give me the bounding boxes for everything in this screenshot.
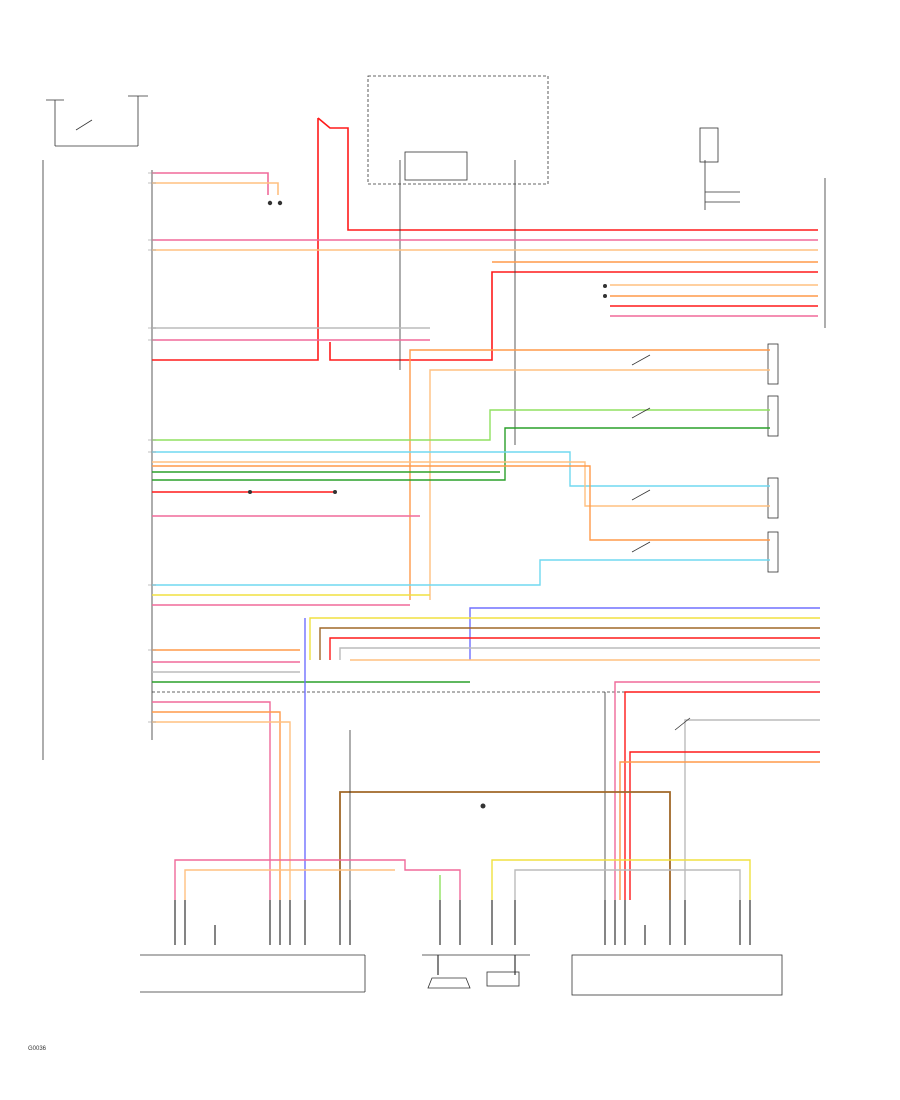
wire-sub-right-1 — [614, 681, 820, 900]
wire-memory-feed — [152, 172, 269, 195]
wire-amp-2 — [309, 617, 820, 660]
splice-dot — [603, 294, 607, 298]
wire-illumination-feed — [152, 182, 279, 195]
wire-sub-left-loop — [174, 859, 461, 900]
center-speaker-cone — [427, 977, 471, 989]
wire-amp-5 — [339, 647, 820, 660]
wire-center-3 — [514, 869, 741, 900]
center-speaker-body — [486, 971, 520, 987]
wire-sub-right-5 — [629, 751, 820, 900]
wire-sub-feed-7 — [152, 711, 281, 900]
splice-dot — [248, 490, 252, 494]
switch-symbols — [75, 119, 691, 731]
wire-amp-3 — [319, 627, 820, 660]
front-left-speaker-box — [767, 477, 779, 519]
splice-dot — [267, 200, 273, 206]
rear-left-speaker-box — [767, 531, 779, 573]
wire-rear-left-neg — [152, 559, 770, 586]
splice-dot — [480, 803, 486, 809]
wire-front-left-neg — [152, 461, 770, 507]
front-right-speaker-box — [767, 343, 779, 385]
wire-amp-1 — [469, 607, 820, 660]
upper-module-box — [404, 151, 468, 181]
component-outlines — [42, 75, 826, 996]
power-wires — [152, 117, 818, 445]
wire-fused-battery-main — [152, 118, 319, 361]
splice-points — [248, 200, 607, 809]
connector-pins — [174, 900, 751, 975]
wire-sub-left-loop-2 — [184, 869, 395, 900]
rear-right-speaker-box — [767, 395, 779, 437]
subwoofer-wires — [152, 607, 820, 900]
wire-sub-right-6 — [619, 761, 820, 900]
ground-bracket-box — [699, 127, 719, 163]
wire-center-2 — [491, 859, 751, 900]
wire-rear-feed — [329, 271, 818, 361]
splice-dot — [333, 490, 337, 494]
wire-sub-right-4 — [684, 719, 820, 900]
wire-sub-right-2 — [624, 691, 820, 900]
fuse-relay-box — [367, 75, 549, 185]
wire-front-left-pos — [152, 451, 770, 487]
wire-sub-feed-6 — [152, 701, 271, 900]
wire-ground-main — [339, 791, 671, 900]
pin-ticks — [148, 172, 156, 723]
splice-dot — [603, 284, 607, 288]
speaker-wires — [152, 349, 770, 606]
wire-amp-4 — [329, 637, 820, 660]
wire-rear-right-pos — [152, 409, 770, 441]
wire-fused-ignition — [317, 117, 818, 231]
diagram-code: G0036 — [28, 1046, 47, 1052]
wire-sub-feed-8 — [152, 721, 291, 900]
wire-rear-left-pos — [152, 465, 770, 541]
subwoofer-right-connector — [571, 954, 783, 996]
signal-wires-upper — [152, 191, 818, 341]
splice-dot — [277, 200, 283, 206]
wire-rear-right-neg — [152, 427, 770, 481]
wire-front-right-neg — [429, 369, 770, 600]
